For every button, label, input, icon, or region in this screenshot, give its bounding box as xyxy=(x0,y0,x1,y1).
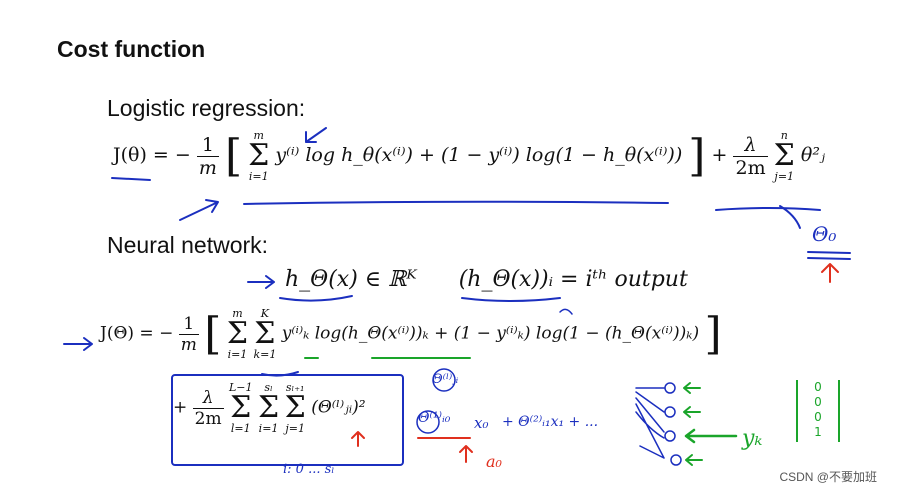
hypothesis-line: h_Θ(x) ∈ ℝᴷ (h_Θ(x))ᵢ = iᵗʰ output xyxy=(285,267,688,292)
neural-right-bracket: ] xyxy=(704,308,722,360)
output-vector: 0 0 0 1 xyxy=(796,380,840,442)
hypothesis-arrow xyxy=(247,275,275,289)
neural-coefficient: 1 m xyxy=(178,313,199,355)
green-arrow-yk xyxy=(684,428,738,444)
underline-h-theta-i xyxy=(461,297,561,302)
sum-over-units-j: sₗ₊₁ Σ j=1 xyxy=(284,381,306,435)
neural-arrow xyxy=(63,337,93,351)
theta-zero-note: Θ₀ xyxy=(812,222,837,246)
neural-lhs: J(Θ) = − xyxy=(100,323,174,344)
underline-logistic-body xyxy=(243,200,669,205)
neural-cost-equation: J(Θ) = − 1 m [ m Σ i=1 K Σ k=1 y⁽ⁱ⁾ₖ log… xyxy=(100,308,722,360)
logistic-reg-coefficient: λ 2m xyxy=(733,133,768,179)
output-node xyxy=(664,430,676,442)
x-zero-note: x₀ xyxy=(474,414,489,432)
sum-over-i-examples: m Σ i=1 xyxy=(226,307,249,361)
logistic-lhs: J(θ) = − xyxy=(113,144,191,166)
i-range-note: i: 0 ... sₗ xyxy=(283,462,335,477)
arrow-from-reg xyxy=(779,205,801,229)
neural-regularization-term: + λ 2m L−1 Σ l=1 sₗ Σ i=1 sₗ₊₁ Σ j=1 (Θ⁽… xyxy=(173,381,366,435)
vector-entry: 1 xyxy=(814,425,822,439)
neural-heading: Neural network: xyxy=(107,232,269,258)
red-arrow-a0 xyxy=(459,445,473,463)
a-zero-note: a₀ xyxy=(486,452,502,471)
slide-title: Cost function xyxy=(57,36,206,62)
vector-entry: 0 xyxy=(814,410,822,424)
right-bracket: ] xyxy=(688,130,706,182)
sum-over-layers: L−1 Σ l=1 xyxy=(229,381,253,435)
neural-left-bracket: [ xyxy=(204,308,222,360)
network-edges xyxy=(635,387,665,459)
series-note: + Θ⁽²⁾ᵢ₁x₁ + ... xyxy=(502,414,599,430)
sum-over-k-outputs: K Σ k=1 xyxy=(253,307,277,361)
arrow-to-sum xyxy=(179,199,219,221)
output-node xyxy=(664,382,676,394)
output-node xyxy=(670,454,682,466)
hypothesis-space: h_Θ(x) ∈ ℝᴷ xyxy=(285,267,417,292)
underline-h-theta xyxy=(279,295,353,302)
hypothesis-output: (h_Θ(x))ᵢ = iᵗʰ output xyxy=(458,267,688,292)
logistic-coefficient: 1 m xyxy=(196,133,219,179)
logistic-body: y⁽ⁱ⁾ log h_θ(x⁽ⁱ⁾) + (1 − y⁽ⁱ⁾) log(1 − … xyxy=(275,144,683,166)
logistic-cost-equation: J(θ) = − 1 m [ m Σ i=1 y⁽ⁱ⁾ log h_θ(x⁽ⁱ⁾… xyxy=(113,129,825,183)
logistic-reg-term: θ²ⱼ xyxy=(800,144,825,166)
sum-over-units-i: sₗ Σ i=1 xyxy=(257,381,280,435)
neural-reg-coefficient: λ 2m xyxy=(192,387,224,429)
theta-i0-note: Θ⁽¹⁾ᵢ₀ xyxy=(418,410,451,426)
underline-reg-term xyxy=(715,207,821,211)
left-bracket: [ xyxy=(224,130,243,182)
neural-reg-term: (Θ⁽ˡ⁾ⱼᵢ)² xyxy=(311,397,366,418)
green-arrow xyxy=(685,454,703,466)
theta-zero-underline xyxy=(807,251,851,260)
sum-over-i: m Σ i=1 xyxy=(248,129,270,183)
neural-body: y⁽ⁱ⁾ₖ log(h_Θ(x⁽ⁱ⁾))ₖ + (1 − y⁽ⁱ⁾ₖ) log(… xyxy=(281,323,700,344)
csdn-watermark: CSDN @不要加班 xyxy=(779,470,877,484)
vector-entry: 0 xyxy=(814,395,822,409)
yk-note: yₖ xyxy=(742,426,763,451)
output-node xyxy=(664,406,676,418)
red-up-arrow-theta xyxy=(821,263,839,283)
green-arrow xyxy=(683,382,701,394)
sum-over-j: n Σ j=1 xyxy=(773,129,795,183)
vector-entry: 0 xyxy=(814,380,822,394)
theta-ji-note: Θ⁽ˡ⁾ⱼᵢ xyxy=(432,372,459,387)
logistic-heading: Logistic regression: xyxy=(107,95,306,121)
green-arrow xyxy=(683,406,701,418)
